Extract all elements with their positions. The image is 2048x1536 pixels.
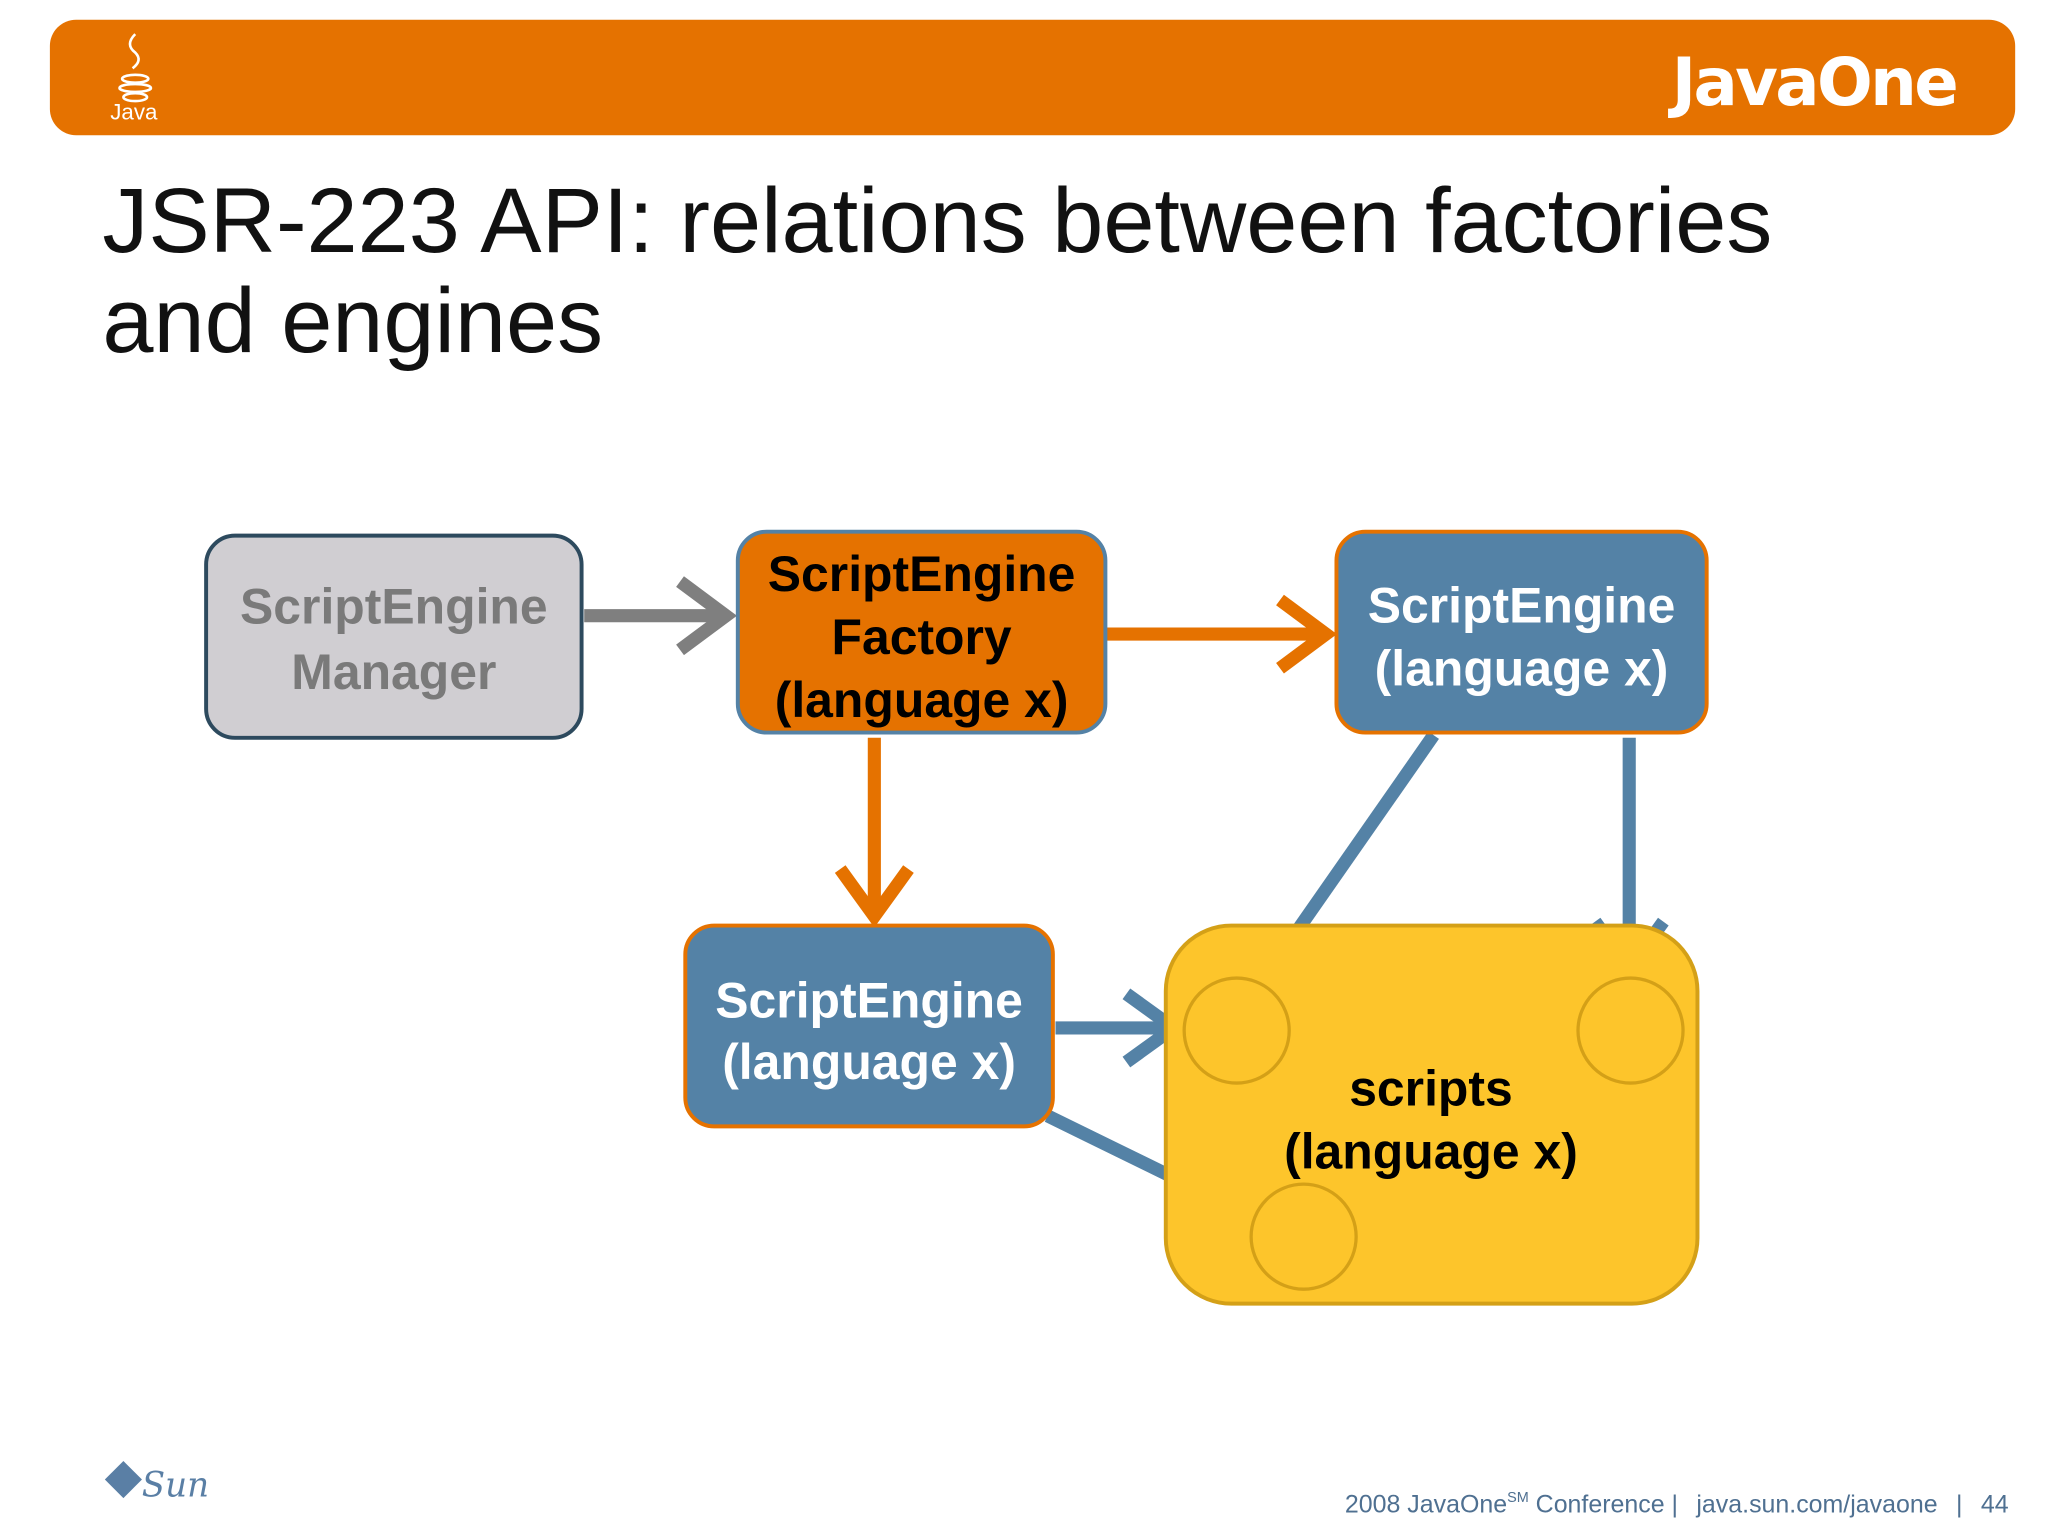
- svg-text:(language x): (language x): [1284, 1123, 1578, 1179]
- footer-separator: |: [1956, 1490, 1962, 1518]
- footer-sm: SM: [1507, 1490, 1529, 1506]
- footer-text: 2008 JavaOneSM Conference | java.sun.com/…: [1345, 1490, 2009, 1519]
- svg-text:(language x): (language x): [775, 672, 1069, 728]
- javaone-logo: JavaOne: [1668, 45, 1957, 121]
- svg-text:(language x): (language x): [722, 1034, 1016, 1090]
- script-engine-top-box: ScriptEngine (language x): [1334, 529, 1709, 735]
- sun-logo: Sun: [104, 1460, 209, 1506]
- script-circle: [1182, 976, 1291, 1085]
- slide-title-line2: and engines: [102, 270, 603, 372]
- svg-text:ScriptEngine: ScriptEngine: [1368, 577, 1676, 633]
- footer-conference-suffix: Conference |: [1529, 1490, 1678, 1518]
- scripts-box: scripts (language x): [1163, 923, 1700, 1306]
- footer-url: java.sun.com/javaone: [1695, 1490, 1937, 1518]
- arrow-factory-to-engine-bottom: [834, 737, 914, 928]
- header-bar: [49, 19, 2016, 136]
- svg-text:ScriptEngine: ScriptEngine: [768, 546, 1076, 602]
- svg-text:ScriptEngine: ScriptEngine: [240, 579, 548, 635]
- svg-text:Sun: Sun: [142, 1466, 209, 1506]
- script-engine-bottom-box: ScriptEngine (language x): [683, 923, 1055, 1129]
- script-circle: [1249, 1182, 1358, 1291]
- svg-text:Java: Java: [110, 99, 158, 124]
- script-engine-factory-box: ScriptEngine Factory (language x): [735, 529, 1108, 735]
- script-circle: [1576, 976, 1685, 1085]
- svg-text:(language x): (language x): [1375, 640, 1669, 696]
- svg-text:Manager: Manager: [291, 644, 496, 700]
- arrow-manager-to-factory: [584, 576, 737, 656]
- svg-text:ScriptEngine: ScriptEngine: [715, 972, 1023, 1028]
- slide-title-line1: JSR-223 API: relations between factories: [102, 170, 1772, 272]
- svg-text:scripts: scripts: [1349, 1060, 1513, 1116]
- arrow-factory-to-engine-top: [1106, 594, 1337, 674]
- svg-text:Factory: Factory: [832, 609, 1012, 665]
- footer-conference: 2008 JavaOne: [1345, 1490, 1507, 1518]
- page-number: 44: [1981, 1490, 2009, 1518]
- script-engine-manager-box: ScriptEngine Manager: [204, 533, 584, 740]
- arrow-engine-bottom-to-script1: [1055, 988, 1185, 1068]
- java-logo: Java: [110, 33, 158, 124]
